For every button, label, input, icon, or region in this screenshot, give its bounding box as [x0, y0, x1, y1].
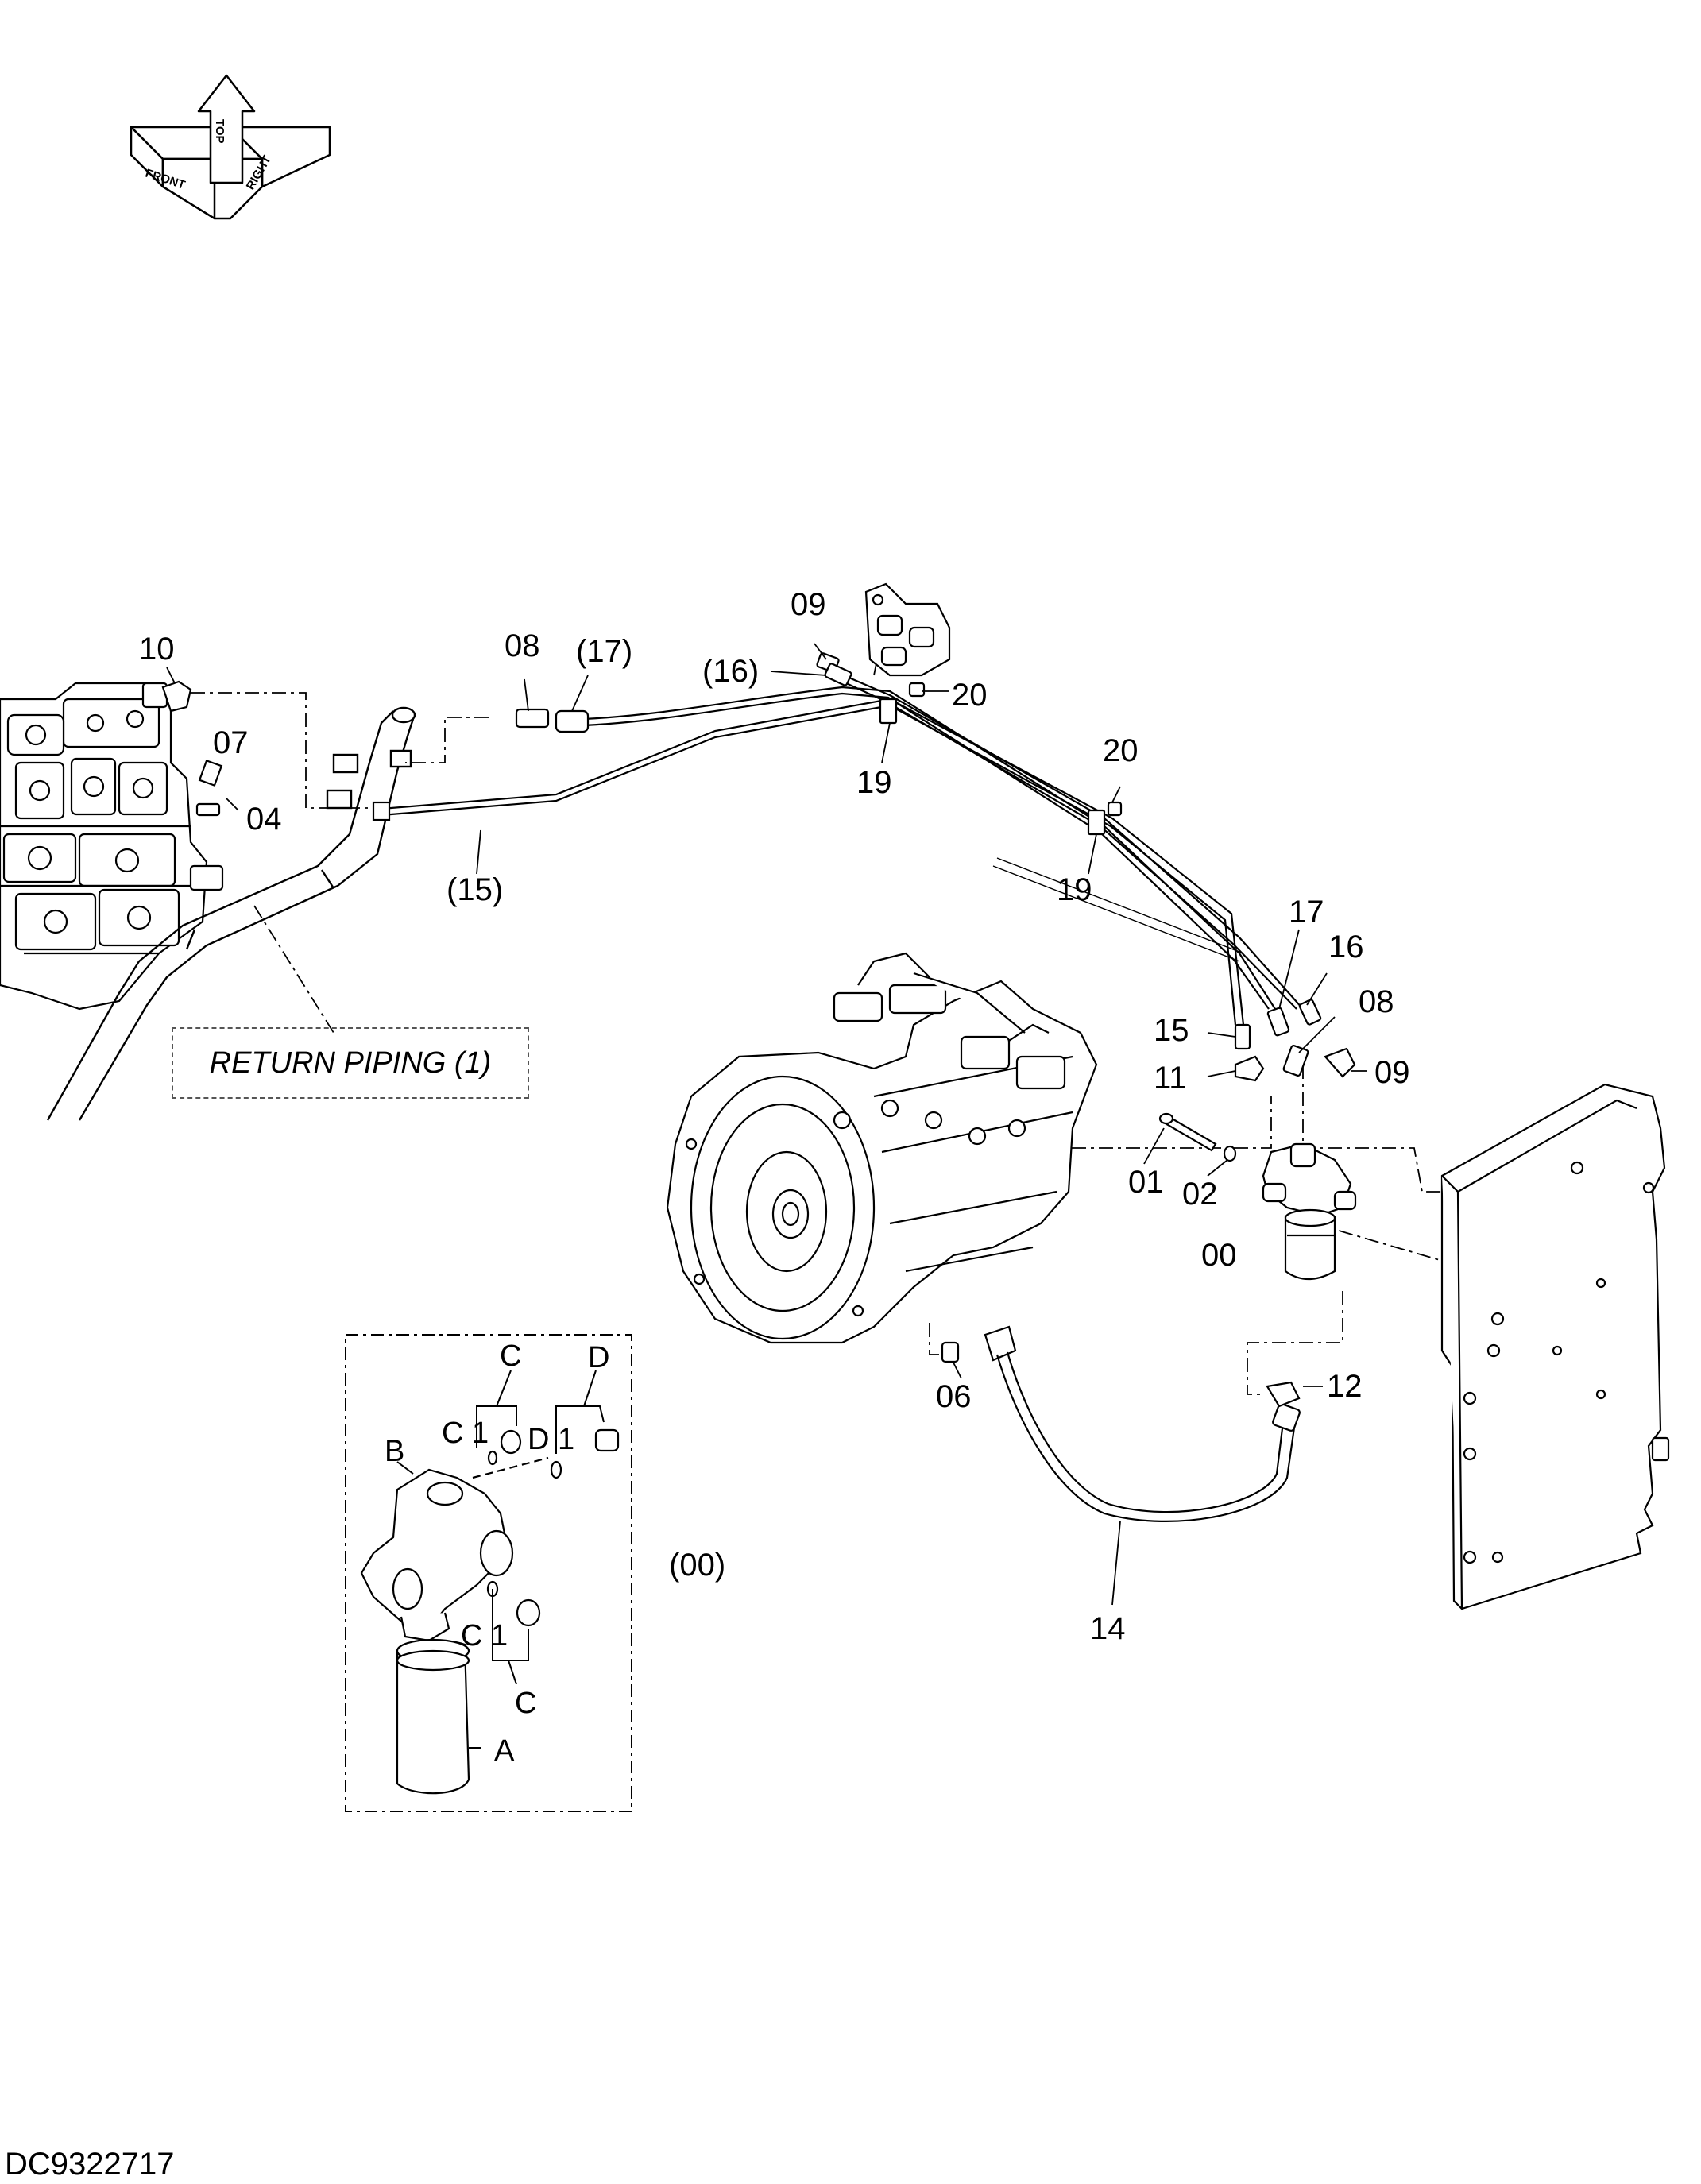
detail-callout-c-top: C — [500, 1339, 522, 1373]
detail-callout-d-top: D — [588, 1341, 610, 1374]
callout-07: 07 — [213, 725, 249, 760]
callout-20-mid: 20 — [1103, 733, 1139, 768]
valve-fittings — [161, 680, 223, 817]
orientation-indicator: FRONT TOP RIGHT — [130, 74, 331, 220]
detail-callout-d1-top: D 1 — [528, 1423, 575, 1456]
callout-19-top: 19 — [856, 765, 892, 800]
callout-16-ref: (16) — [702, 654, 760, 689]
return-hose-14 — [941, 1325, 1301, 1522]
callout-12: 12 — [1327, 1369, 1363, 1404]
callout-09-top: 09 — [791, 587, 826, 622]
orientation-top-label: TOP — [213, 119, 226, 144]
callout-19-mid: 19 — [1057, 872, 1092, 907]
detail-callout-c1-bottom: C 1 — [461, 1619, 508, 1652]
detail-callout-b: B — [385, 1435, 405, 1468]
callout-leaders — [166, 643, 1367, 1606]
main-pump-drawing — [666, 952, 1098, 1344]
callout-15-ref: (15) — [447, 872, 504, 907]
solenoid-valve-block — [864, 582, 951, 677]
callout-16: 16 — [1328, 930, 1364, 964]
detail-assembly-callout: (00) — [669, 1548, 726, 1583]
callout-04: 04 — [246, 802, 282, 837]
pilot-filter-drawing — [1262, 1142, 1357, 1280]
callout-17: 17 — [1289, 895, 1324, 930]
detail-callout-c1-top: C 1 — [442, 1417, 489, 1450]
callout-15: 15 — [1154, 1013, 1189, 1048]
callout-08-right: 08 — [1359, 984, 1394, 1019]
detail-callout-c-bottom: C — [515, 1687, 537, 1720]
callout-17-ref: (17) — [576, 634, 633, 669]
callout-06: 06 — [936, 1379, 972, 1414]
callout-11: 11 — [1154, 1061, 1187, 1096]
return-piping-reference: RETURN PIPING (1) — [172, 1027, 529, 1099]
return-pipe — [46, 706, 416, 1121]
mounting-plate — [1440, 1083, 1670, 1610]
callout-20-top: 20 — [952, 678, 988, 713]
callout-01: 01 — [1128, 1165, 1164, 1200]
drawing-code: DC9322717 — [5, 2147, 175, 2182]
callout-00: 00 — [1201, 1238, 1237, 1273]
hose-fittings — [372, 652, 1356, 1082]
callout-09-right: 09 — [1374, 1055, 1410, 1090]
callout-10: 10 — [139, 632, 175, 667]
detail-inset — [345, 1334, 632, 1812]
callout-08-top: 08 — [505, 628, 540, 663]
bolt-and-washer — [1158, 1112, 1237, 1162]
control-valve-drawing — [0, 682, 224, 1011]
callout-02: 02 — [1182, 1177, 1218, 1212]
callout-14: 14 — [1090, 1611, 1126, 1646]
detail-callout-a: A — [494, 1734, 515, 1768]
